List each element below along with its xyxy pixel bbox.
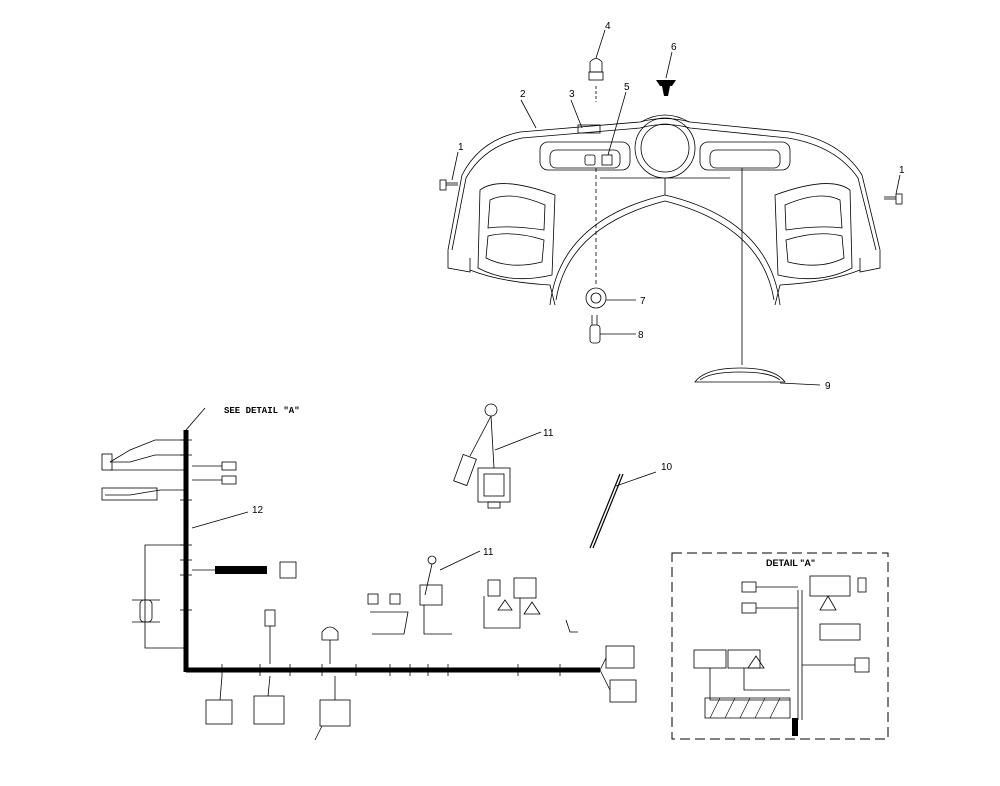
- bulb-socket-icon: [588, 58, 604, 102]
- dashboard-panel: [447, 114, 881, 306]
- callout-4: 4: [605, 21, 611, 32]
- callout-2: 2: [520, 89, 526, 100]
- callout-11-bottom: 11: [483, 547, 494, 558]
- detail-a-box: [671, 552, 889, 740]
- see-detail-label: SEE DETAIL "A": [224, 406, 300, 416]
- screw-left-icon: [439, 179, 458, 191]
- callout-1-left: 1: [458, 142, 464, 153]
- callout-8: 8: [638, 330, 644, 341]
- indicator-lamp-icon: [584, 154, 613, 166]
- wiring-harness: [101, 407, 637, 741]
- leader-lines: [191, 29, 901, 571]
- screw-right-icon: [884, 193, 903, 205]
- callout-3: 3: [569, 89, 575, 100]
- callout-9: 9: [825, 381, 831, 392]
- callout-12: 12: [252, 505, 264, 516]
- callout-10: 10: [661, 462, 673, 473]
- connector-pigtail-icon: [453, 403, 511, 509]
- nut-icon: [585, 168, 607, 309]
- callout-1-right: 1: [899, 165, 905, 176]
- callout-5: 5: [624, 82, 630, 93]
- lens-icon: [694, 168, 786, 383]
- callout-6: 6: [671, 42, 677, 53]
- bulb-icon: [589, 315, 601, 344]
- antenna-rod-icon: [589, 473, 624, 549]
- callout-labels: 1 1 2 3 4 5 6 7 8 9 10 11 11 12 SEE DETA…: [224, 21, 905, 568]
- detail-a-title: DETAIL "A": [766, 558, 815, 568]
- push-rivet-icon: [656, 80, 676, 96]
- callout-11-top: 11: [543, 428, 554, 439]
- callout-7: 7: [640, 296, 646, 307]
